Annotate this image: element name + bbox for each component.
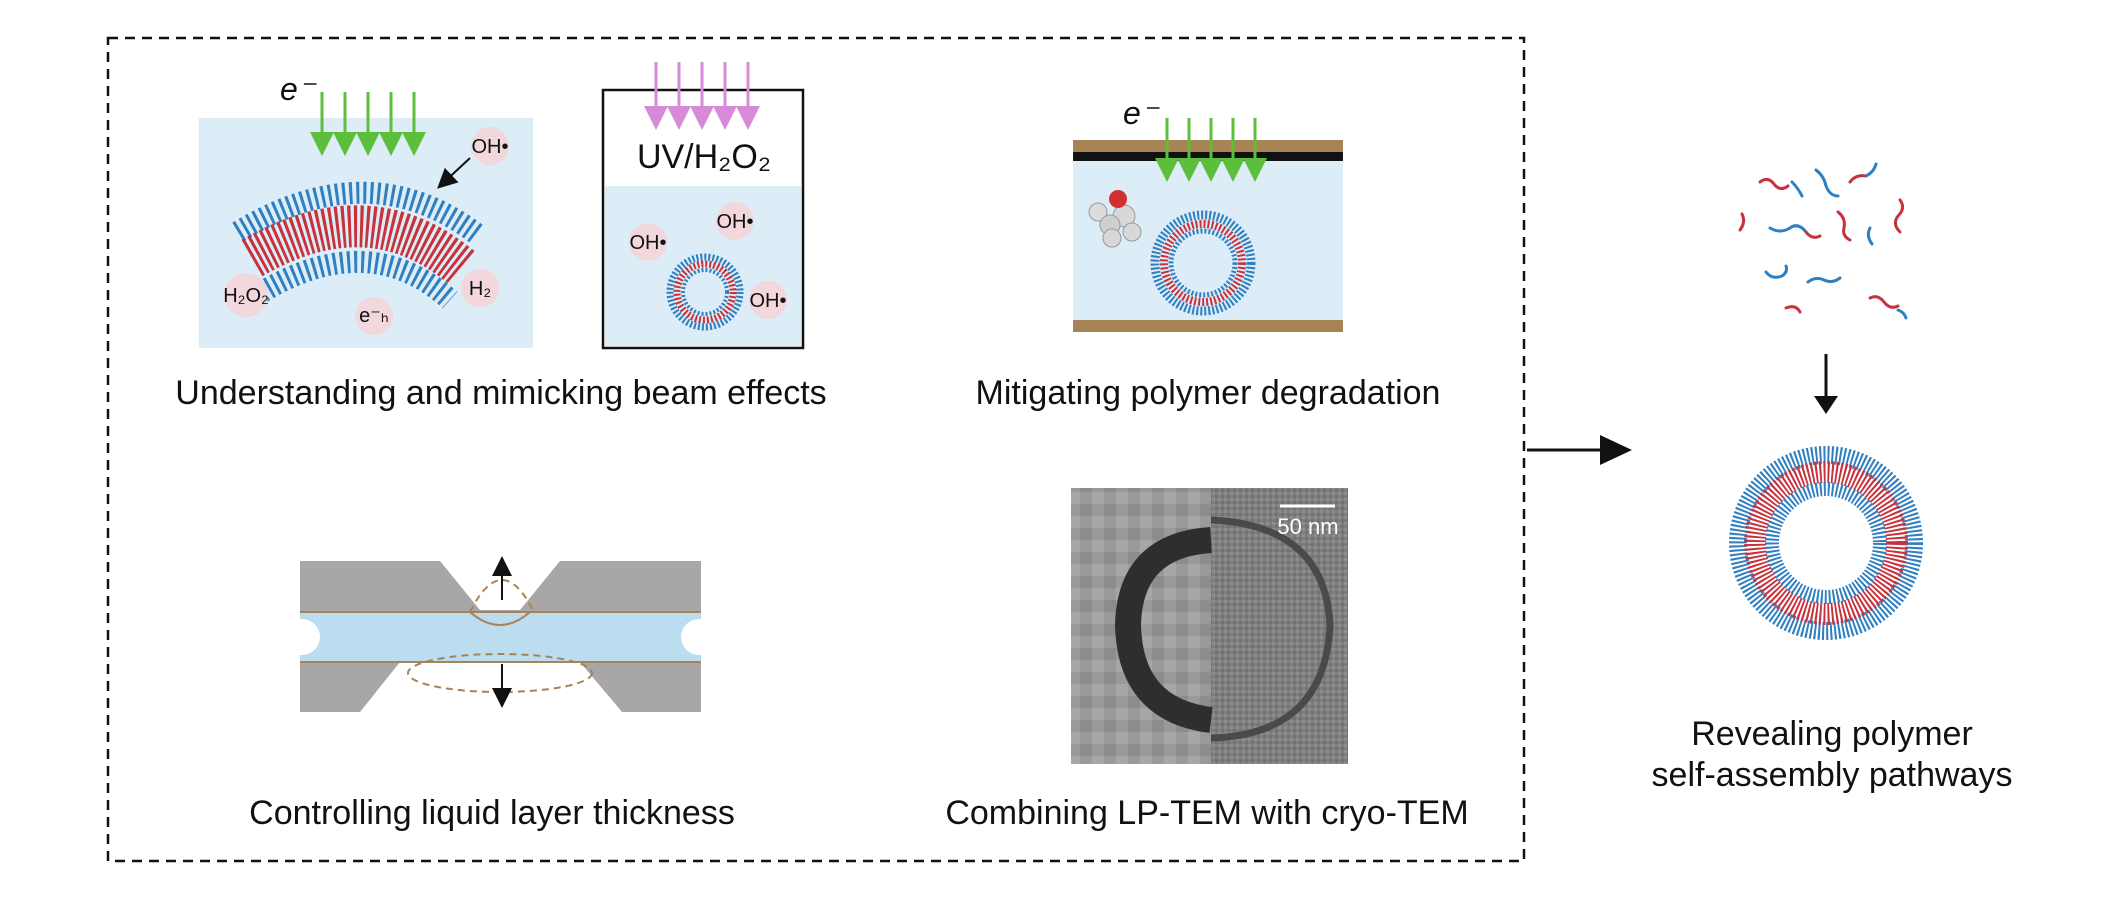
bottom-substrate bbox=[1073, 320, 1343, 332]
chip-top bbox=[300, 561, 701, 612]
chip-bottom bbox=[300, 662, 701, 712]
main-arrowhead bbox=[1600, 435, 1632, 465]
free-polymer-chains bbox=[1738, 162, 1908, 320]
beam-effects-diagram: e⁻ OH• H₂O₂ H₂ e⁻ₕ bbox=[199, 71, 533, 348]
tem-micrograph: 50 nm bbox=[1071, 488, 1348, 764]
svg-text:H₂O₂: H₂O₂ bbox=[223, 285, 269, 307]
uv-vesicle bbox=[666, 253, 744, 331]
panel-frame bbox=[106, 36, 1526, 863]
spacer-right bbox=[681, 619, 717, 655]
caption-degradation: Mitigating polymer degradation bbox=[976, 374, 1441, 412]
electron-beam-arrows-2 bbox=[1155, 118, 1267, 182]
dashed-expansion-top bbox=[469, 579, 535, 613]
caption-cryo: Combining LP-TEM with cryo-TEM bbox=[945, 794, 1468, 832]
top-substrate bbox=[1073, 140, 1343, 152]
electron-label-2: e⁻ bbox=[1123, 95, 1160, 131]
thickness-diagram bbox=[284, 556, 717, 712]
protected-vesicle bbox=[1150, 210, 1256, 316]
electron-beam-arrows bbox=[310, 92, 426, 156]
vesicle-wall-cryo bbox=[1210, 516, 1334, 742]
caption-beam-effects: Understanding and mimicking beam effects bbox=[175, 374, 826, 412]
svg-text:OH•: OH• bbox=[749, 290, 786, 312]
hydrophobic-core bbox=[241, 205, 476, 285]
caption-thickness: Controlling liquid layer thickness bbox=[249, 794, 735, 832]
liquid-layer bbox=[300, 612, 701, 662]
spacer-left bbox=[284, 619, 320, 655]
assembly-arrowhead bbox=[1814, 396, 1838, 414]
vesicle-wall-lp bbox=[1114, 527, 1213, 733]
uv-label: UV/H₂O₂ bbox=[637, 138, 771, 176]
uv-radical-2: OH• bbox=[716, 202, 754, 240]
uv-radical-3: OH• bbox=[749, 281, 787, 319]
hydrophilic-brush-outer bbox=[232, 181, 485, 244]
degradation-diagram: e⁻ bbox=[1073, 95, 1343, 332]
radical-oh: OH• bbox=[471, 127, 509, 165]
uv-h2o2-diagram: UV/H₂O₂ OH• OH• OH• bbox=[601, 62, 805, 350]
scavenger-molecule bbox=[1088, 190, 1142, 248]
uv-radical-1: OH• bbox=[629, 223, 667, 261]
top-window bbox=[1073, 152, 1343, 161]
svg-text:OH•: OH• bbox=[716, 211, 753, 233]
radical-h2o2: H₂O₂ bbox=[223, 273, 269, 317]
radical-hydrated-electron: e⁻ₕ bbox=[355, 297, 393, 335]
svg-text:OH•: OH• bbox=[629, 232, 666, 254]
result-caption-line2: self-assembly pathways bbox=[1652, 756, 2013, 794]
radical-h2: H₂ bbox=[461, 269, 499, 307]
uv-light-arrows bbox=[644, 62, 760, 130]
assembled-vesicle bbox=[1729, 446, 1923, 640]
svg-text:e⁻ₕ: e⁻ₕ bbox=[359, 305, 389, 327]
svg-text:H₂: H₂ bbox=[469, 278, 491, 300]
svg-text:OH•: OH• bbox=[471, 136, 508, 158]
hydrophilic-brush-inner bbox=[256, 250, 458, 309]
scale-bar-label: 50 nm bbox=[1277, 514, 1338, 539]
electron-label: e⁻ bbox=[280, 71, 317, 107]
radical-attack-arrow bbox=[437, 157, 471, 189]
bulge-top bbox=[469, 611, 531, 626]
result-caption-line1: Revealing polymer bbox=[1691, 715, 1973, 753]
